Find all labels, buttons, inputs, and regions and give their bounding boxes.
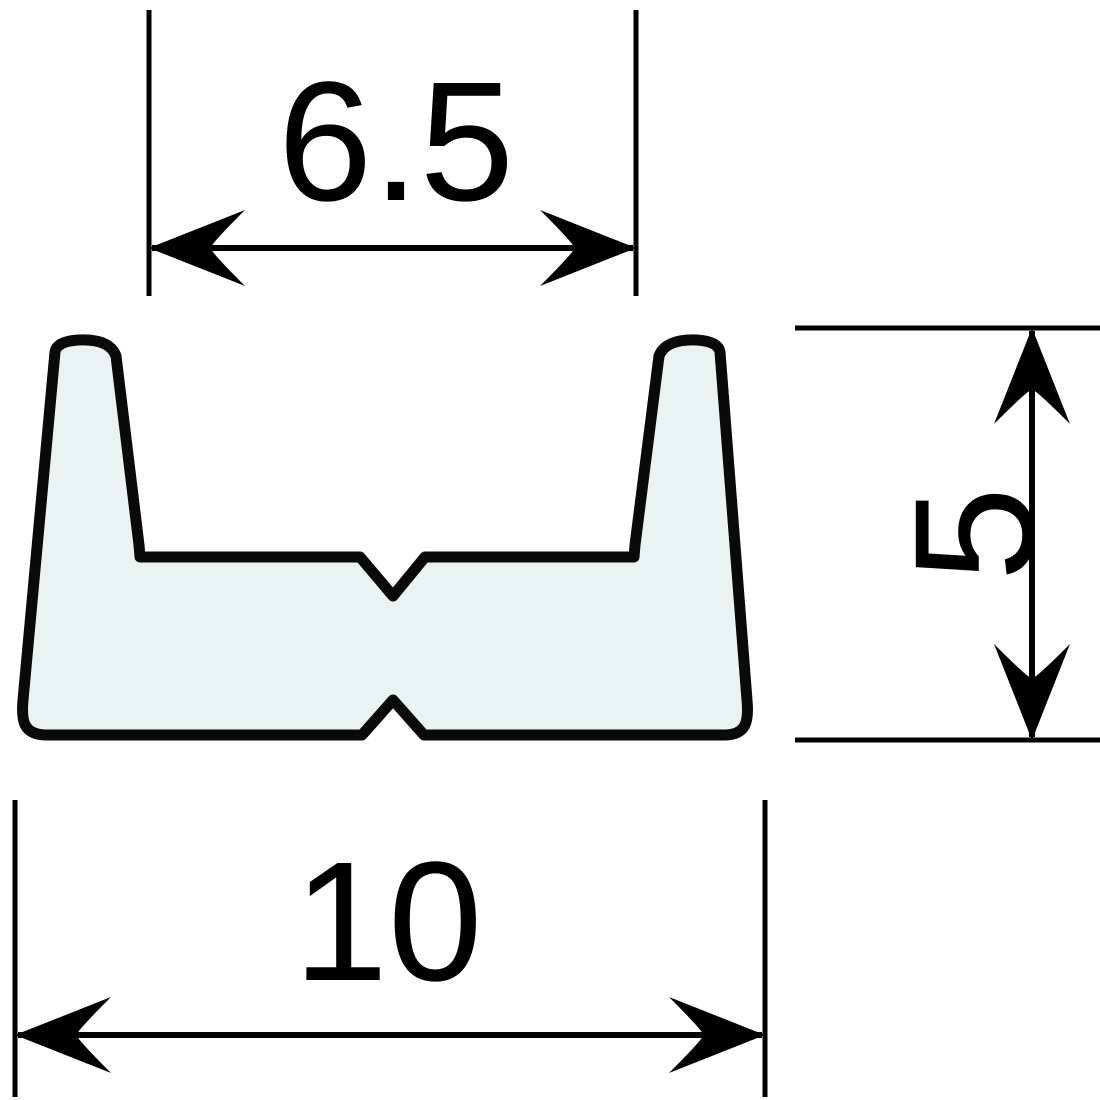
dimension-5: 5 xyxy=(795,325,1100,743)
dimension-label-6-5: 6.5 xyxy=(278,47,514,237)
u-channel-profile-path xyxy=(17,334,753,741)
u-channel-profile xyxy=(17,334,753,741)
dimension-label-10: 10 xyxy=(293,827,482,1017)
dimension-label-5: 5 xyxy=(880,487,1070,582)
dimension-6-5: 6.5 xyxy=(146,10,639,296)
dimension-10: 10 xyxy=(12,800,768,1097)
